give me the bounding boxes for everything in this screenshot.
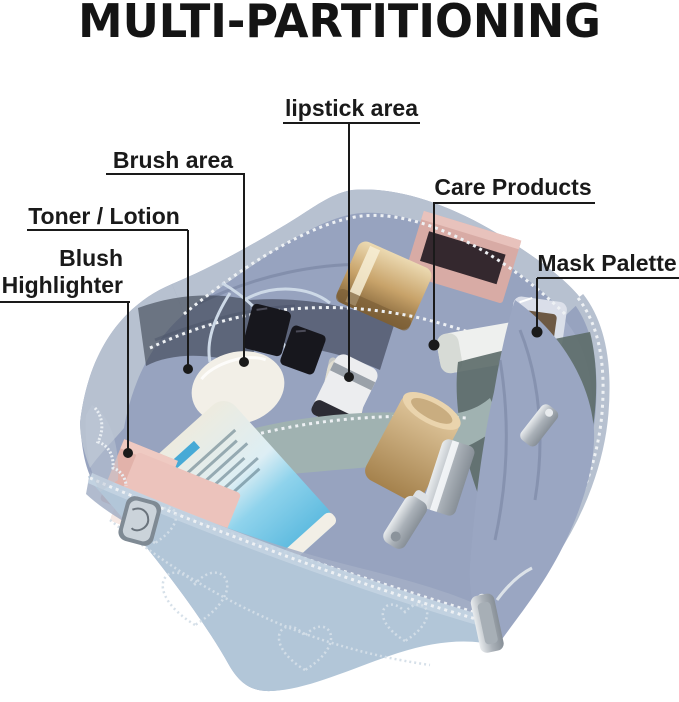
flap-emblem	[118, 496, 162, 546]
callout-care-products	[428, 202, 595, 351]
callout-dot	[183, 364, 193, 374]
right-drape	[469, 300, 595, 648]
zipper-pull-main	[383, 490, 429, 549]
label-care-products: Care Products	[434, 174, 592, 200]
item-chrome-lipstick	[423, 439, 475, 516]
zipper-cord	[495, 566, 533, 601]
item-cream-jar	[365, 392, 461, 502]
callout-dot	[428, 339, 440, 351]
label-mask-palette: Mask Palette	[537, 250, 677, 276]
pocket-shadow	[138, 295, 255, 368]
label-toner-lotion: Toner / Lotion	[28, 203, 180, 229]
item-black-bottles	[243, 303, 326, 375]
drape-fold	[493, 359, 508, 541]
item-gold-bottle	[335, 241, 432, 331]
front-flap	[88, 476, 497, 692]
label-blush-highlighter: Blush Highlighter	[0, 245, 123, 299]
zipper-trim-front	[93, 478, 481, 616]
page-title: MULTI-PARTITIONING	[78, 0, 601, 48]
callout-lipstick-area	[283, 122, 420, 382]
zipper-trim-top	[183, 213, 568, 317]
callout-dot	[531, 326, 543, 338]
zipper-pull-dangling	[470, 593, 504, 653]
zipper-pull-right	[520, 404, 559, 447]
callout-toner-lotion	[27, 229, 193, 374]
label-blush-line2: Highlighter	[1, 272, 123, 298]
flap-trim-stitch	[89, 476, 494, 626]
callout-brush-area	[106, 173, 249, 367]
mesh-ruffle-stitch	[93, 407, 128, 487]
mesh-ruffle	[85, 405, 119, 492]
callout-mask-palette	[531, 277, 679, 338]
label-lipstick-area: lipstick area	[285, 95, 418, 121]
callout-dot	[344, 372, 354, 382]
callout-dot	[239, 357, 249, 367]
callout-blush-highlighter	[0, 301, 133, 458]
label-blush-line1: Blush	[59, 245, 123, 271]
callout-dot	[123, 448, 133, 458]
label-brush-area: Brush area	[112, 147, 234, 173]
